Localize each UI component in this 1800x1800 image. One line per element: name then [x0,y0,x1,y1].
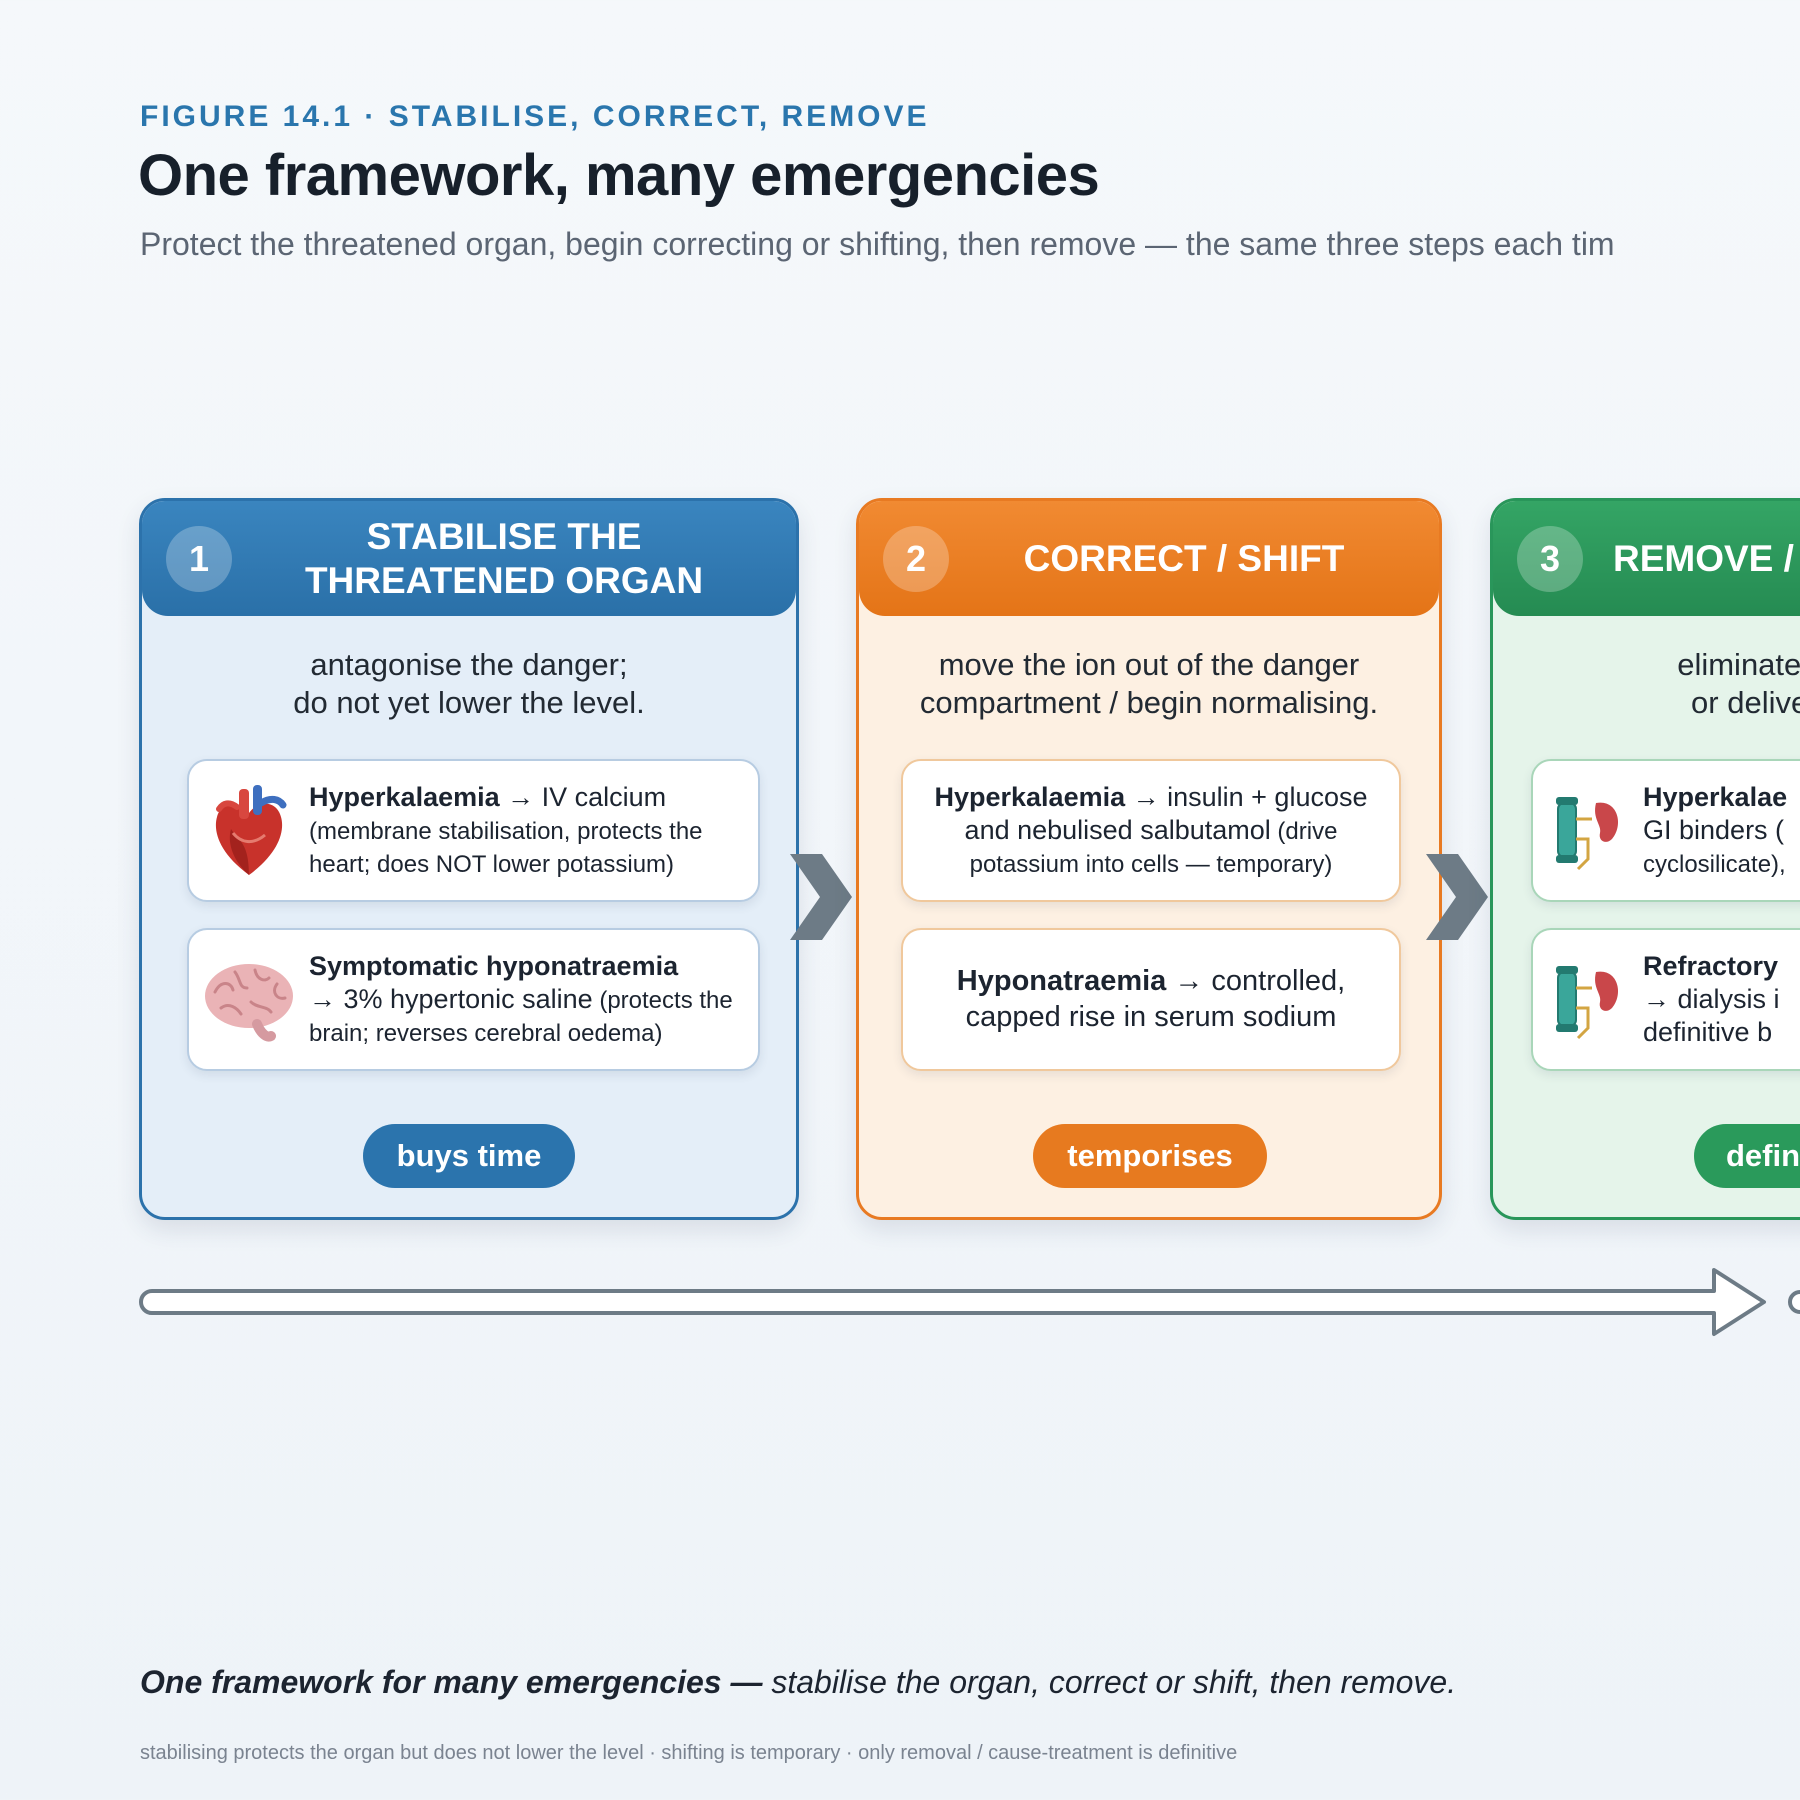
stage-remove: 3 REMOVE / eliminate the or deliver th H… [1490,498,1800,1220]
stage-card: Hyperkalaemia → IV calcium (membrane sta… [187,759,760,902]
step-number-badge: 3 [1517,525,1583,592]
heart-icon [189,771,309,891]
kidney-icon [1533,940,1643,1060]
card-text: Hyperkalaemia → insulin + glucose and ne… [934,782,1368,878]
figure-footnote: stabilising protects the organ but does … [140,1742,1238,1764]
step-number-badge: 2 [883,525,949,592]
card-text: Hyponatraemia → controlled, capped rise … [956,965,1346,1033]
stage-card: Hyperkalae GI binders ( cyclosilicate), [1531,759,1800,902]
stage-card: Hyponatraemia → controlled, capped rise … [901,928,1401,1071]
chevron-right-icon [1426,854,1488,940]
stage-card: Refractory → dialysis i definitive b [1531,928,1800,1071]
page-subtitle: Protect the threatened organ, begin corr… [140,226,1615,262]
stage-header: 3 REMOVE / [1493,501,1800,616]
figure-kicker: FIGURE 14.1 · STABILISE, CORRECT, REMOVE [140,100,930,133]
stage-header: 1 STABILISE THE THREATENED ORGAN [142,501,796,616]
card-text: Symptomatic hyponatraemia → 3% hypertoni… [309,951,733,1047]
stage-stabilise: 1 STABILISE THE THREATENED ORGAN antagon… [139,498,799,1220]
chevron-right-icon [790,854,852,940]
page-title: One framework, many emergencies [138,143,1100,208]
outcome-pill: defin [1694,1124,1800,1188]
kidney-icon [1533,771,1643,891]
outcome-pill: temporises [1033,1124,1267,1188]
stage-title: REMOVE / [1613,537,1794,579]
timeline-arrow [139,1268,1800,1336]
stage-correct-shift: 2 CORRECT / SHIFT move the ion out of th… [856,498,1442,1220]
stage-title: STABILISE THE THREATENED ORGAN [304,515,704,601]
step-number-badge: 1 [166,525,232,592]
stage-description: move the ion out of the danger compartme… [919,647,1379,720]
stage-card: Hyperkalaemia → insulin + glucose and ne… [901,759,1401,902]
brain-icon [189,940,309,1060]
stage-description: antagonise the danger; do not yet lower … [293,647,645,720]
card-text: Hyperkalaemia → IV calcium (membrane sta… [309,782,703,878]
stage-card: Symptomatic hyponatraemia → 3% hypertoni… [187,928,760,1071]
stage-title: CORRECT / SHIFT [1023,537,1345,579]
stage-header: 2 CORRECT / SHIFT [859,501,1439,616]
stage-description: eliminate the or deliver th [1677,647,1800,720]
card-text: Refractory → dialysis i definitive b [1643,951,1780,1047]
card-text: Hyperkalae GI binders ( cyclosilicate), [1643,782,1788,878]
outcome-pill: buys time [363,1124,575,1188]
figure-caption: One framework for many emergencies — sta… [140,1664,1457,1700]
